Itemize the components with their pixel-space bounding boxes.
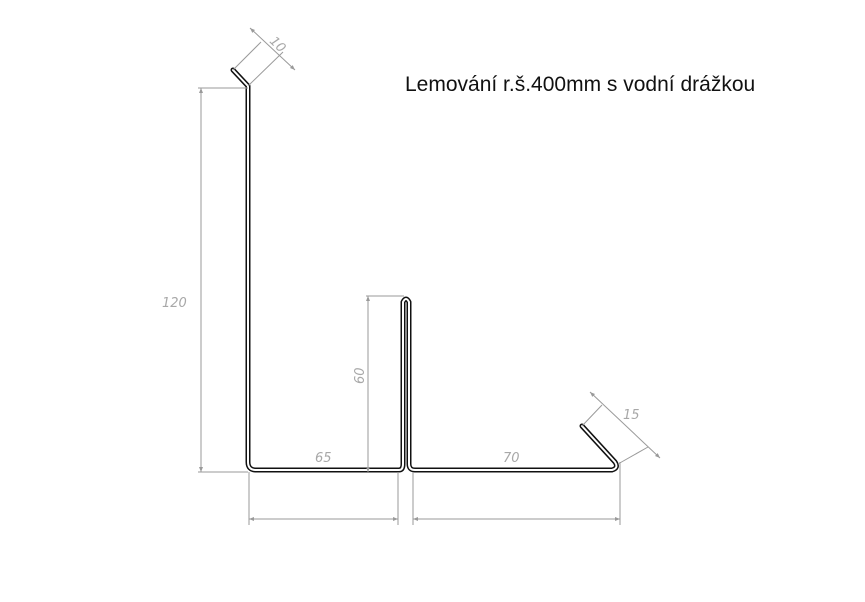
sheet-profile bbox=[230, 67, 619, 473]
dimension-left-base bbox=[248, 472, 399, 525]
dimension-end-hem bbox=[581, 391, 661, 465]
dimension-right-base bbox=[412, 462, 621, 525]
dimension-top-hem bbox=[232, 27, 296, 87]
dim-label-end-hem: 15 bbox=[623, 408, 640, 423]
drawing-title: Lemování r.š.400mm s vodní drážkou bbox=[405, 73, 756, 96]
dimension-wall-height bbox=[198, 87, 248, 473]
dimension-groove-height bbox=[366, 295, 404, 472]
dim-label-left-base: 65 bbox=[315, 451, 332, 466]
dim-label-wall-height: 120 bbox=[162, 296, 187, 311]
dim-label-right-base: 70 bbox=[503, 451, 520, 466]
dim-label-top-hem: 10 bbox=[266, 34, 288, 56]
dim-label-groove-height: 60 bbox=[353, 367, 368, 384]
